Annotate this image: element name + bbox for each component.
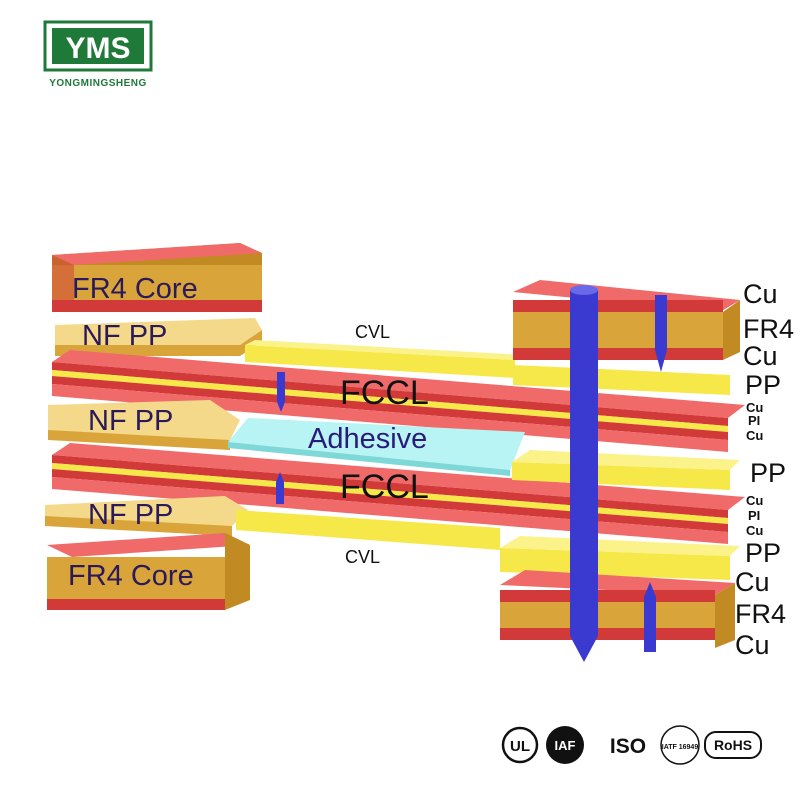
label-nf-pp-3: NF PP bbox=[88, 499, 173, 531]
cert-iso-text: ISO bbox=[610, 735, 646, 758]
label-adhesive: Adhesive bbox=[308, 423, 427, 455]
label-cvl-bottom: CVL bbox=[345, 547, 380, 567]
label-right-cu-3: Cu bbox=[735, 567, 770, 597]
right-pp-3 bbox=[500, 536, 740, 580]
right-pp-2 bbox=[512, 450, 740, 490]
cert-iaf-text: IAF bbox=[555, 738, 576, 753]
left-nf-pp-1 bbox=[55, 318, 262, 356]
cert-rohs-icon: RoHS bbox=[704, 731, 762, 759]
left-nf-pp-2 bbox=[48, 400, 240, 450]
blind-via-top-right bbox=[655, 295, 667, 372]
label-right-fr4-2: FR4 bbox=[735, 599, 786, 629]
label-right-cu-s1: Cu bbox=[746, 400, 763, 415]
label-fr4-core-top: FR4 Core bbox=[72, 273, 198, 305]
blind-via-bottom-right bbox=[644, 582, 656, 652]
right-pp-1 bbox=[513, 365, 730, 395]
right-fr4-block-bottom bbox=[500, 570, 735, 648]
adhesive-layer bbox=[228, 418, 525, 476]
brand-name: YONGMINGSHENG bbox=[49, 78, 147, 89]
label-right-pp-1: PP bbox=[745, 370, 781, 400]
fccl-top-slab bbox=[52, 350, 745, 452]
label-right-pi-s2: PI bbox=[748, 508, 760, 523]
label-right-pp-3: PP bbox=[745, 538, 781, 568]
label-right-pi-s1: PI bbox=[748, 413, 760, 428]
label-fccl-top: FCCL bbox=[340, 374, 429, 412]
label-right-cu-1: Cu bbox=[743, 279, 778, 309]
left-fr4-core-top bbox=[52, 243, 262, 312]
logo-mark: YMS bbox=[65, 32, 130, 65]
company-logo: YMS YONGMINGSHENG bbox=[43, 20, 153, 89]
label-nf-pp-1: NF PP bbox=[82, 320, 167, 352]
label-right-fr4-1: FR4 bbox=[743, 314, 794, 344]
cvl-bottom bbox=[236, 510, 500, 550]
cert-rohs-text: RoHS bbox=[714, 737, 752, 753]
left-fr4-core-bottom bbox=[47, 533, 250, 610]
cert-ul-text: UL bbox=[510, 738, 530, 755]
cert-iso-icon: ISO bbox=[610, 735, 646, 758]
label-right-cu-4: Cu bbox=[735, 630, 770, 660]
right-fr4-block-top bbox=[513, 280, 740, 360]
cvl-top bbox=[245, 340, 525, 378]
label-right-cu-2: Cu bbox=[743, 341, 778, 371]
label-fr4-core-bottom: FR4 Core bbox=[68, 560, 194, 592]
cert-iatf-text: IATF 16949 bbox=[662, 744, 699, 751]
label-cvl-top: CVL bbox=[355, 322, 390, 342]
cert-ul-icon: UL bbox=[501, 726, 539, 764]
left-nf-pp-3 bbox=[45, 496, 248, 536]
label-right-pp-2: PP bbox=[750, 458, 786, 488]
label-right-cu-s3: Cu bbox=[746, 493, 763, 508]
buried-via-top bbox=[277, 372, 285, 412]
cert-iaf-icon: IAF bbox=[546, 726, 584, 764]
label-fccl-bottom: FCCL bbox=[340, 468, 429, 506]
through-via bbox=[570, 285, 598, 662]
label-right-cu-s4: Cu bbox=[746, 523, 763, 538]
buried-via-bottom bbox=[276, 472, 284, 504]
label-right-cu-s2: Cu bbox=[746, 428, 763, 443]
cert-iatf-icon: IATF 16949 bbox=[660, 725, 700, 765]
label-nf-pp-2: NF PP bbox=[88, 405, 173, 437]
